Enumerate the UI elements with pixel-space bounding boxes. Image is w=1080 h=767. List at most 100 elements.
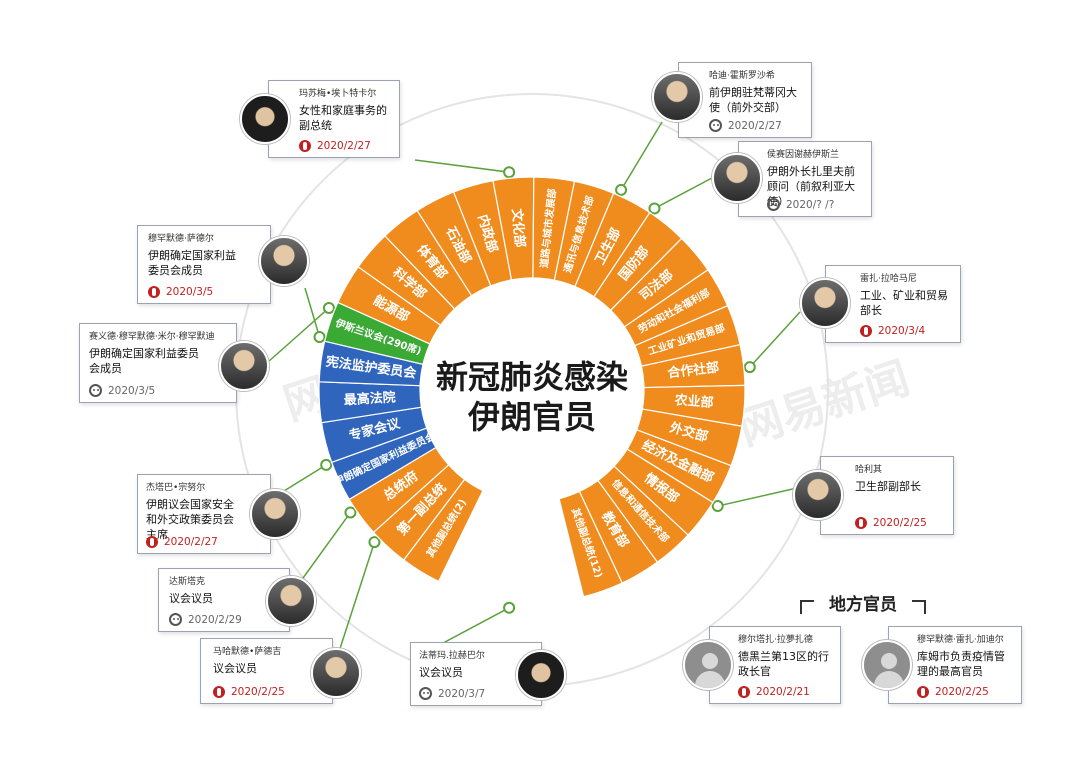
status-date: 2020/2/25 [231,686,285,698]
official-card: 穆尔塔扎·拉夢扎德 德黑兰第13区的行政长官 2020/2/21 [709,626,841,704]
death-icon [148,286,160,298]
official-title: 议会议员 [419,666,463,679]
bracket-left [800,600,814,614]
status-row: 2020/3/4 [860,325,925,337]
status-row: 2020/3/5 [148,286,213,298]
alive-icon [169,613,182,626]
connector-line [267,307,330,363]
avatar [712,153,762,203]
official-card: 法蒂玛.拉赫巴尔 议会议员 2020/3/7 [410,642,542,706]
status-date: 2020/2/27 [728,119,782,132]
alive-icon [419,687,432,700]
avatar [516,650,566,700]
connector-dot [313,331,326,344]
official-name: 赛义德·穆罕默德·米尔·穆罕默迪 [89,332,215,342]
connector-dot [648,202,661,215]
connector-dot [711,500,724,513]
avatar [311,648,361,698]
alive-icon [767,198,780,211]
official-title: 伊朗议会国家安全和外交政策委员会主席 [146,498,234,541]
official-name: 法蒂玛.拉赫巴尔 [419,651,485,661]
official-title: 前伊朗驻梵蒂冈大使（前外交部） [709,86,797,114]
official-card: 穆罕默德·雷扎·加迪尔 库姆市负责疫情管理的最高官员 2020/2/25 [888,626,1022,704]
death-icon [299,140,311,152]
status-row: 2020/2/27 [146,536,218,548]
local-officials-label: 地方官员 [829,595,897,615]
official-name: 哈迪·霍斯罗沙希 [709,71,775,81]
avatar [219,341,269,391]
status-row: 2020/2/27 [709,119,782,132]
status-date: 2020/3/4 [878,325,926,337]
avatar [793,470,843,520]
connector-dot [368,536,381,549]
status-date: 2020/3/5 [166,286,214,298]
alive-icon [89,384,102,397]
status-date: 2020/2/25 [935,686,989,698]
official-name: 达斯塔克 [169,577,206,587]
official-title: 卫生部副部长 [855,480,921,493]
official-title: 伊朗确定国家利益委员会成员 [89,347,199,375]
status-date: 2020/3/7 [438,687,486,700]
ring-segments: 其他副总统(2)第一副总统总统府伊朗确定国家利益委员会专家会议最高法院宪法监护委… [318,176,746,598]
official-title: 库姆市负责疫情管理的最高官员 [917,650,1005,678]
official-title: 议会议员 [169,592,213,605]
official-name: 杰塔巴•宗努尔 [146,483,206,493]
local-officials-heading: 地方官员 [800,590,926,616]
segment-label: 文化部 [509,208,528,248]
official-card: 达斯塔克 议会议员 2020/2/29 [158,568,290,632]
avatar [652,72,702,122]
center-disc [420,278,644,502]
connector-line [414,159,510,173]
death-icon [855,517,867,529]
official-title: 工业、矿业和贸易部长 [860,289,948,317]
status-row: 2020/2/21 [738,686,810,698]
connector-line [717,487,798,507]
status-date: 2020/2/27 [317,140,371,152]
status-date: 2020/2/27 [164,536,218,548]
official-name: 玛苏梅•埃卜特卡尔 [299,89,377,99]
status-row: 2020/2/27 [299,140,371,152]
status-row: 2020/3/7 [419,687,485,700]
official-name: 雷扎·拉哈马尼 [860,274,917,284]
official-name: 侯赛因谢赫伊斯兰 [767,150,840,160]
connector-dot [344,506,357,519]
official-title: 德黑兰第13区的行政长官 [738,650,829,678]
status-row: 2020/2/25 [917,686,989,698]
status-row: 2020/3/5 [89,384,155,397]
official-card: 马哈默德•萨德吉 议会议员 2020/2/25 [200,638,333,704]
segment-label: 农业部 [673,392,714,411]
status-date: 2020/2/25 [873,517,927,529]
segment-label: 最高法院 [343,389,396,408]
official-name: 穆罕默德·雷扎·加迪尔 [917,635,1004,645]
connector-dot [615,183,628,196]
connector-lines [249,121,801,665]
status-date: 2020/3/5 [108,384,156,397]
official-title: 女性和家庭事务的副总统 [299,104,387,132]
death-icon [860,325,872,337]
connector-line [620,121,663,191]
connector-dot [503,166,516,179]
status-row: 2020/? /? [767,198,834,211]
official-card: 穆罕默德·萨德尔 伊朗确定国家利益委员会成员 2020/3/5 [137,225,271,304]
center-title-line-1: 新冠肺炎感染 [436,358,628,396]
connector-dot [320,458,333,471]
official-card: 赛义德·穆罕默德·米尔·穆罕默迪 伊朗确定国家利益委员会成员 2020/3/5 [79,323,237,403]
status-row: 2020/2/25 [213,686,285,698]
center-title-line-2: 伊朗官员 [467,398,596,436]
connector-dot [322,301,335,314]
official-name: 马哈默德•萨德吉 [213,647,282,657]
connector-line [749,311,801,368]
death-icon [213,686,225,698]
avatar [240,94,290,144]
official-card: 侯赛因谢赫伊斯兰 伊朗外长扎里夫前顾问（前叙利亚大使） 2020/? /? [738,141,872,217]
status-date: 2020/2/29 [188,613,242,626]
status-row: 2020/2/29 [169,613,242,626]
connector-line [304,287,321,338]
avatar-placeholder-icon [862,640,912,690]
official-name: 穆罕默德·萨德尔 [148,234,214,244]
connector-line [334,541,376,665]
connector-dot [743,361,756,374]
avatar [800,278,850,328]
death-icon [146,536,158,548]
